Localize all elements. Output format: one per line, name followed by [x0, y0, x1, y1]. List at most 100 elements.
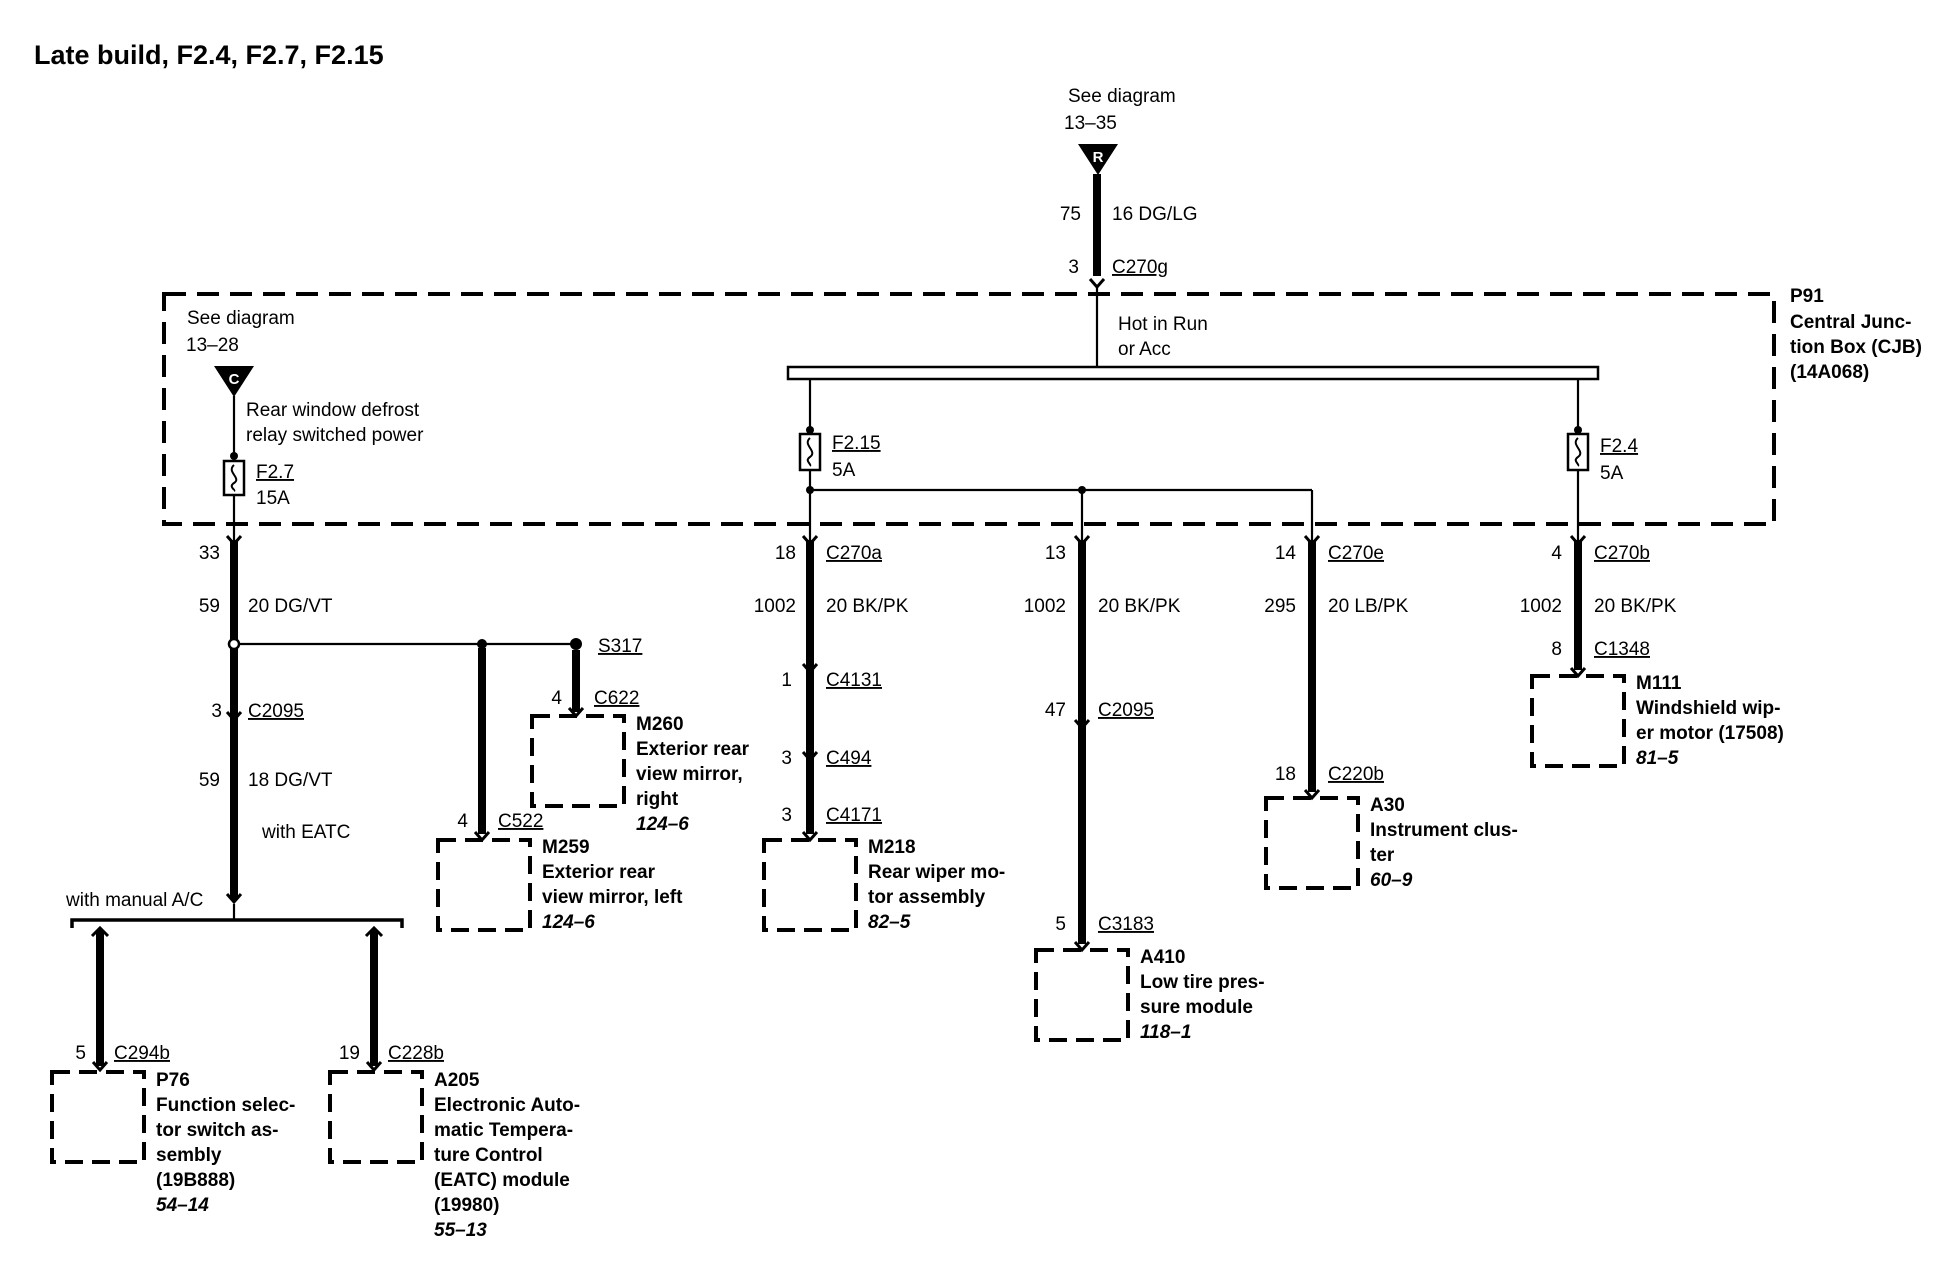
a205-page-ref: 55–13 — [434, 1220, 487, 1241]
connector-c4131: C4131 — [826, 670, 882, 691]
branch13-wire-color: 20 BK/PK — [1098, 596, 1181, 617]
fuse-f215-name: F2.15 — [832, 433, 881, 454]
a205-pin: 19 — [339, 1043, 360, 1064]
a30-name-line2: ter — [1370, 845, 1395, 866]
m111-component-box — [1530, 674, 1626, 768]
c494-pin: 3 — [781, 748, 792, 769]
fuse-f215-terminal-top — [806, 426, 814, 434]
fuse-f215-rating: 5A — [832, 460, 856, 481]
a30-page-ref: 60–9 — [1370, 870, 1413, 891]
c3183-arrow — [1073, 941, 1091, 953]
m259-component-box — [436, 838, 532, 932]
m259-page-ref: 124–6 — [542, 912, 595, 933]
p76-name-line1: Function selec- — [156, 1095, 295, 1116]
branch14-circuit: 295 — [1264, 596, 1296, 617]
connector-c1348: C1348 — [1594, 639, 1650, 660]
m111-name-line2: er motor (17508) — [1636, 723, 1784, 744]
f24-circuit: 1002 — [1520, 596, 1562, 617]
connector-c294b: C294b — [114, 1043, 170, 1064]
connector-c4171: C4171 — [826, 805, 882, 826]
connector-c270g: C270g — [1112, 257, 1168, 278]
m260-name-line3: right — [636, 789, 679, 810]
fuse-f27-name: F2.7 — [256, 462, 294, 483]
a205-component-box — [328, 1070, 424, 1164]
connector-c228b: C228b — [388, 1043, 444, 1064]
connector-c3183: C3183 — [1098, 914, 1154, 935]
source-c-desc-line1: Rear window defrost — [246, 400, 420, 421]
p76-component-box — [50, 1070, 146, 1164]
source-r-symbol: R — [1093, 149, 1104, 166]
p76-part-number: (19B888) — [156, 1170, 235, 1191]
left-circuit-2: 59 — [199, 770, 220, 791]
m260-page-ref: 124–6 — [636, 814, 689, 835]
a410-name-line1: Low tire pres- — [1140, 972, 1265, 993]
splice-f215-left — [806, 486, 814, 494]
c294b-arrow — [91, 1061, 109, 1073]
source-c-triangle — [214, 366, 254, 397]
m111-page-ref: 81–5 — [1636, 748, 1679, 769]
cjb-id: P91 — [1790, 286, 1824, 307]
connector-c2095-mid: C2095 — [1098, 700, 1154, 721]
f215-circuit: 1002 — [754, 596, 796, 617]
branch13-c2095-pin: 47 — [1045, 700, 1066, 721]
left-circuit: 59 — [199, 596, 220, 617]
diagram-title: Late build, F2.4, F2.7, F2.15 — [34, 40, 384, 70]
m259-id: M259 — [542, 837, 590, 858]
a205-name-line1: Electronic Auto- — [434, 1095, 580, 1116]
p76-branch-arrow — [90, 925, 110, 938]
hot-or-acc-label: or Acc — [1118, 339, 1171, 360]
c220b-arrow — [1303, 789, 1321, 801]
m218-id: M218 — [868, 837, 916, 858]
source-r-page-ref: 13–35 — [1064, 113, 1117, 134]
source-r-pin: 3 — [1068, 257, 1079, 278]
left-c2095-pin: 3 — [211, 701, 222, 722]
m111-id: M111 — [1636, 673, 1682, 694]
m218-name-line2: tor assembly — [868, 887, 986, 908]
connector-c2095-left: C2095 — [248, 701, 304, 722]
a205-branch-arrow — [364, 925, 384, 938]
branch14-wire-color: 20 LB/PK — [1328, 596, 1409, 617]
c2095-left-arrow — [225, 711, 243, 723]
m218-pin: 3 — [781, 805, 792, 826]
connector-c622: C622 — [594, 688, 639, 709]
a205-name-line3: ture Control — [434, 1145, 543, 1166]
a30-component-box — [1264, 796, 1360, 890]
splice-s317-label: S317 — [598, 636, 642, 657]
m260-pin: 4 — [551, 688, 562, 709]
m259-pin: 4 — [457, 811, 468, 832]
left-pin: 33 — [199, 543, 220, 564]
a410-id: A410 — [1140, 947, 1185, 968]
connector-c220b: C220b — [1328, 764, 1384, 785]
connector-arrow-c270g — [1088, 278, 1106, 290]
m218-name-line1: Rear wiper mo- — [868, 862, 1005, 883]
p76-id: P76 — [156, 1070, 190, 1091]
fuse-f215-element — [806, 437, 814, 467]
splice-s317 — [570, 638, 582, 650]
p76-pin: 5 — [75, 1043, 86, 1064]
cjb-part-number: (14A068) — [1790, 362, 1869, 383]
p76-name-line3: sembly — [156, 1145, 222, 1166]
source-c-page-ref: 13–28 — [186, 335, 239, 356]
fuse-f27-terminal-top — [230, 452, 238, 460]
m111-name-line1: Windshield wip- — [1636, 698, 1780, 719]
option-bracket — [70, 918, 404, 928]
cjb-name-line1: Central Junc- — [1790, 312, 1911, 333]
fuse-f24-terminal-top — [1574, 426, 1582, 434]
fuse-f24-name: F2.4 — [1600, 436, 1638, 457]
a205-part-number: (19980) — [434, 1195, 500, 1216]
fuse-f27-element — [230, 464, 238, 492]
m260-component-box — [530, 714, 626, 808]
m260-id: M260 — [636, 714, 684, 735]
source-r-wire-color: 16 DG/LG — [1112, 204, 1198, 225]
connector-c494: C494 — [826, 748, 872, 769]
fuse-f27-rating: 15A — [256, 488, 290, 509]
a30-pin: 18 — [1275, 764, 1296, 785]
source-c-see-diagram: See diagram — [187, 308, 295, 329]
connector-c270a: C270a — [826, 543, 882, 564]
source-c-desc-line2: relay switched power — [246, 425, 424, 446]
central-junction-box-outline — [162, 292, 1776, 526]
branch13-pin: 13 — [1045, 543, 1066, 564]
fuse-f24-rating: 5A — [1600, 463, 1624, 484]
option-split-arrow — [225, 893, 243, 905]
c2095-mid-arrow — [1073, 719, 1091, 731]
